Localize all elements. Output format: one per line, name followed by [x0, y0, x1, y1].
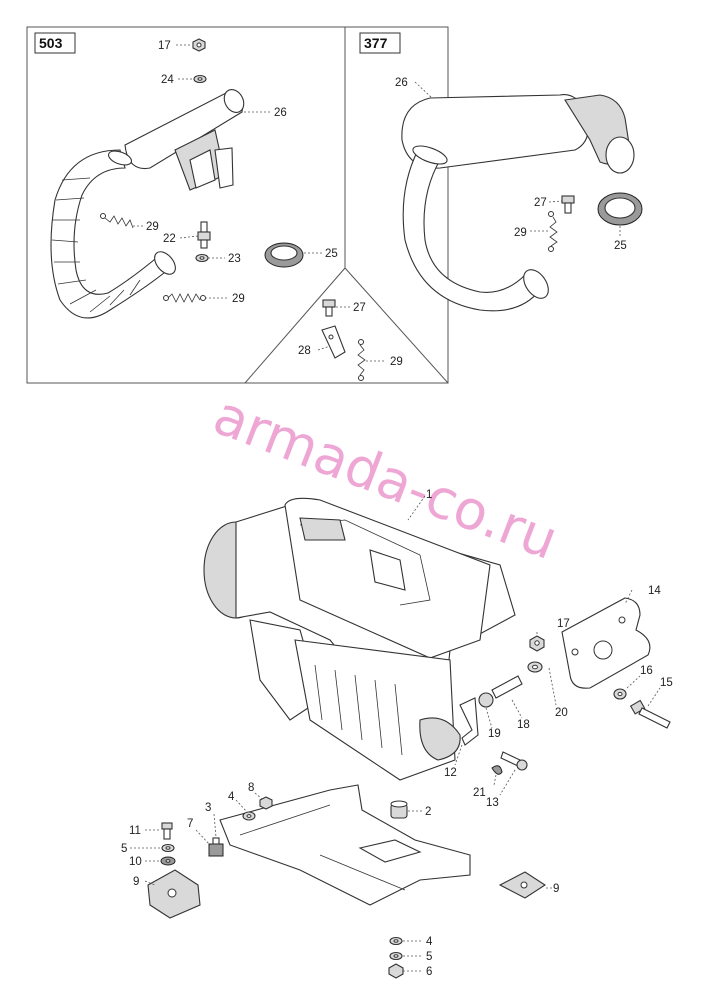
seal-503-part — [264, 242, 304, 268]
box-tag-503: 503 — [34, 32, 76, 54]
callout-21: 21 — [473, 787, 486, 799]
washer-5b-part — [389, 951, 403, 961]
leader-lines — [130, 44, 661, 972]
callout-9b: 9 — [553, 883, 559, 895]
exhaust-pipe-503-part — [50, 149, 176, 319]
mount-plate-14-part — [561, 597, 651, 689]
callout-26b: 26 — [395, 77, 408, 89]
nut-17b-part — [529, 635, 545, 652]
washer-4a-part — [242, 811, 256, 821]
spring-part — [100, 213, 134, 229]
callout-16: 16 — [640, 665, 653, 677]
bolt-27-part — [561, 195, 575, 214]
callout-4a: 4 — [228, 791, 235, 803]
stud-18-part — [478, 675, 523, 708]
callout-20: 20 — [555, 707, 568, 719]
seal-377-part — [597, 192, 643, 226]
callout-17b: 17 — [557, 618, 570, 630]
callout-14: 14 — [648, 585, 661, 597]
washer-23-part — [195, 253, 209, 263]
callout-15: 15 — [660, 677, 673, 689]
callout-23: 23 — [228, 253, 241, 265]
washer-20-part — [527, 661, 543, 673]
bolt-13-part — [500, 751, 528, 771]
mount-3-part — [208, 837, 224, 857]
spring-lower-part — [163, 293, 206, 303]
muffler-503-part — [124, 89, 245, 191]
callout-28: 28 — [298, 345, 311, 357]
box-tag-377-text: 377 — [364, 35, 388, 51]
callout-4b: 4 — [426, 936, 433, 948]
callout-12: 12 — [444, 767, 457, 779]
bolt-27b-part — [322, 299, 336, 317]
callout-17a: 17 — [158, 40, 171, 52]
callout-29d: 29 — [390, 356, 403, 368]
washer-16-part — [613, 688, 627, 700]
callout-25b: 25 — [614, 240, 627, 252]
callout-2: 2 — [425, 806, 431, 818]
callout-27a: 27 — [534, 197, 547, 209]
callout-5b: 5 — [426, 951, 432, 963]
callout-5a: 5 — [121, 843, 127, 855]
washer-10-part — [160, 856, 176, 866]
callout-11: 11 — [129, 825, 141, 837]
callout-3: 3 — [205, 802, 211, 814]
callout-9a: 9 — [133, 876, 139, 888]
callout-27b: 27 — [353, 302, 366, 314]
callout-22: 22 — [163, 233, 176, 245]
box-tag-377: 377 — [359, 32, 401, 54]
callout-7: 7 — [187, 818, 193, 830]
nut-part — [192, 38, 206, 52]
exhaust-pipe-377-part — [402, 145, 549, 312]
nut-6-part — [388, 963, 404, 979]
stud-part — [197, 221, 211, 249]
callout-6: 6 — [426, 966, 432, 978]
callout-24: 24 — [161, 74, 174, 86]
bracket-28-part — [321, 325, 346, 359]
callout-26a: 26 — [274, 107, 287, 119]
callout-18: 18 — [517, 719, 530, 731]
exhaust-panel-frame — [26, 26, 449, 384]
washer-5a-part — [161, 843, 175, 853]
callout-8: 8 — [248, 782, 254, 794]
bracket-12-part — [459, 697, 479, 746]
callout-13: 13 — [486, 797, 499, 809]
callout-25a: 25 — [325, 248, 338, 260]
callout-1: 1 — [426, 489, 432, 501]
box-tag-503-text: 503 — [39, 35, 63, 51]
nut-8-part — [259, 796, 273, 810]
callout-29c: 29 — [514, 227, 527, 239]
spacer-2-part — [390, 800, 408, 819]
cap-21-part — [491, 765, 503, 775]
bolt-15-part — [629, 699, 671, 729]
bracket-9a-part — [147, 869, 201, 919]
bracket-9b-part — [498, 871, 547, 899]
engine-support-plate-part — [219, 784, 471, 906]
callout-labels: 17 24 26 29 22 23 25 29 26 27 29 25 27 2… — [121, 40, 673, 978]
callout-19: 19 — [488, 728, 501, 740]
spring-29d-part — [357, 339, 366, 381]
callout-29a: 29 — [146, 221, 159, 233]
callout-29b: 29 — [232, 293, 245, 305]
spring-377-part — [548, 211, 558, 252]
bolt-11-part — [161, 822, 173, 840]
washer-4b-part — [389, 936, 403, 946]
washer-part — [193, 74, 207, 84]
callout-10: 10 — [129, 856, 142, 868]
engine-part — [203, 497, 516, 781]
muffler-377-part — [401, 94, 635, 174]
